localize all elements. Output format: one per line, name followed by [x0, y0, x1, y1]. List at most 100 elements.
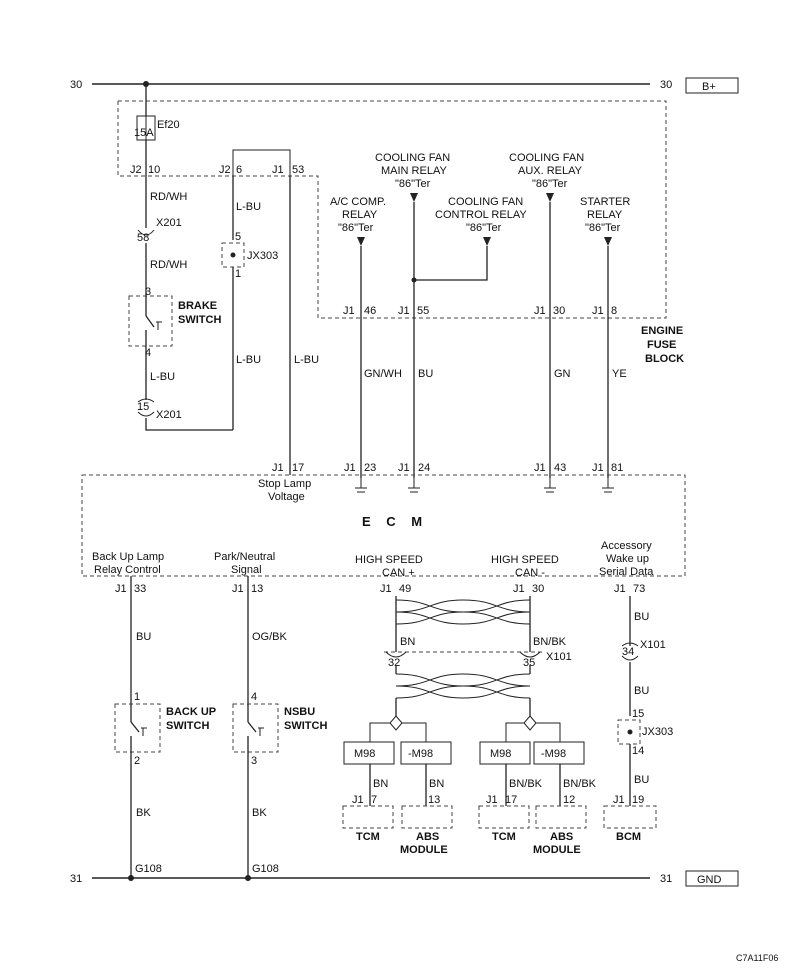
engine-fuse-block: ENGINE FUSE BLOCK	[117, 100, 684, 365]
ground-g108-right: G108	[252, 863, 279, 875]
can-modules: M98 -M98 M98 -M98 BN BN BN/BK BN/BK J1 7…	[342, 741, 597, 856]
opt-neg-m98-1: -M98	[408, 748, 433, 760]
backup-pin-1: 1	[134, 691, 140, 703]
nsbu-switch-label-2: SWITCH	[284, 720, 327, 732]
tcm2-pin-conn: J1	[486, 794, 498, 806]
wire-ye: YE	[612, 368, 627, 380]
relay-ac-line3: "86"Ter	[338, 222, 374, 234]
ecm-pin-30-conn: J1	[513, 583, 525, 595]
fb-pin-30: 30	[553, 305, 565, 317]
jx303-label-top: JX303	[247, 250, 278, 262]
fb-pin-46: 46	[364, 305, 376, 317]
ecm-pin-13-conn: J1	[232, 583, 244, 595]
gnd-label: GND	[697, 874, 722, 886]
x201-pin-58: 58	[137, 232, 149, 244]
bcm-pin-conn: J1	[613, 794, 625, 806]
nsbu-pin-4: 4	[251, 691, 257, 703]
backup-pin-2: 2	[134, 755, 140, 767]
wire-bk-backup: BK	[136, 807, 151, 819]
wire-bn-bk-can: BN/BK	[533, 636, 567, 648]
ecm-pin-49-conn: J1	[380, 583, 392, 595]
module-abs-2-line1: ABS	[550, 831, 573, 843]
ecm-stop-lamp-1: Stop Lamp	[258, 478, 311, 490]
fuse-block-label-2: FUSE	[647, 339, 676, 351]
fb-pin-8: 8	[611, 305, 617, 317]
opt-m98-1: M98	[354, 748, 375, 760]
tcm1-pin: 7	[371, 794, 377, 806]
x101-pin-34: 34	[622, 646, 634, 658]
brake-switch-label-2: SWITCH	[178, 314, 221, 326]
relay-cooling-fan-aux: COOLING FAN AUX. RELAY "86"Ter	[509, 152, 584, 202]
ecm-wake-3: Serial Data	[599, 566, 654, 578]
fuse-block-to-ecm-wires: J1 46 J1 55 J1 30 J1 8 GN/WH BU GN YE	[343, 202, 627, 478]
ecm-can-minus-1: HIGH SPEED	[491, 554, 559, 566]
wire-bk-nsbu: BK	[252, 807, 267, 819]
relay-aux-line3: "86"Ter	[532, 178, 568, 190]
conn-j2-b: J2	[219, 164, 231, 176]
opt-neg-m98-2: -M98	[541, 748, 566, 760]
wire-bn-abs1: BN	[429, 778, 444, 790]
jx303-upper: L-BU 5 1 JX303 L-BU	[221, 176, 278, 430]
wire-l-bu-brake: L-BU	[150, 371, 175, 383]
wire-l-bu-stop: L-BU	[294, 354, 319, 366]
x101-pin-32: 32	[388, 657, 400, 669]
wire-bu-bcm-2: BU	[634, 685, 649, 697]
opt-m98-2: M98	[490, 748, 511, 760]
stop-lamp-wire: L-BU	[289, 176, 319, 475]
wire-bn-bk-tcm2: BN/BK	[509, 778, 543, 790]
fb-pin-30-conn: J1	[534, 305, 546, 317]
module-abs-1-line1: ABS	[416, 831, 439, 843]
jx303-pin-1: 1	[235, 268, 241, 280]
ecm-pin-13: 13	[251, 583, 263, 595]
ecm-pin-49: 49	[399, 583, 411, 595]
fuse-block-outputs: J2 10 J2 6 J1 53	[130, 149, 304, 176]
wire-og-bk: OG/BK	[252, 631, 288, 643]
nsbu-switch-label-1: NSBU	[284, 706, 315, 718]
x101-label-bcm: X101	[640, 639, 666, 651]
relay-main-line1: COOLING FAN	[375, 152, 450, 164]
relay-starter-line3: "86"Ter	[585, 222, 621, 234]
ecm-can-plus-2: CAN +	[382, 567, 415, 579]
ecm-backup-lamp-2: Relay Control	[94, 564, 161, 576]
x201-label-top: X201	[156, 217, 182, 229]
tcm2-pin: 17	[505, 794, 517, 806]
wire-bu-bcm-3: BU	[634, 774, 649, 786]
relay-aux-line2: AUX. RELAY	[518, 165, 583, 177]
relay-aux-line1: COOLING FAN	[509, 152, 584, 164]
ground-rail: 31 31 GND	[70, 870, 739, 887]
fuse-name: Ef20	[157, 119, 180, 131]
x201-label-bottom: X201	[156, 409, 182, 421]
relay-cooling-fan-control: COOLING FAN CONTROL RELAY "86"Ter	[411, 196, 527, 283]
backup-switch-label-2: SWITCH	[166, 720, 209, 732]
ecm-pin-81-conn: J1	[592, 462, 604, 474]
ground-g108-left: G108	[135, 863, 162, 875]
bottom-rail-number-left: 31	[70, 873, 82, 885]
relay-starter-line1: STARTER	[580, 196, 630, 208]
battery-rail: 30 30 B+	[70, 77, 739, 94]
ecm-pin-17-conn: J1	[272, 462, 284, 474]
nsbu-switch-circuit: OG/BK 4 3 NSBU SWITCH BK G108	[232, 576, 327, 881]
jx303-label-bcm: JX303	[642, 726, 673, 738]
module-bcm: BCM	[616, 831, 641, 843]
jx303-pin-5: 5	[235, 231, 241, 243]
bottom-rail-number-right: 31	[660, 873, 672, 885]
ecm-pin-33: 33	[134, 583, 146, 595]
wire-bu-fan: BU	[418, 368, 433, 380]
relay-ctrl-line2: CONTROL RELAY	[435, 209, 527, 221]
relay-main-line3: "86"Ter	[395, 178, 431, 190]
relay-main-line2: MAIN RELAY	[381, 165, 447, 177]
top-rail-number-left: 30	[70, 79, 82, 91]
wire-rd-wh-2: RD/WH	[150, 259, 187, 271]
backup-switch-label-1: BACK UP	[166, 706, 216, 718]
wire-l-bu-mid: L-BU	[236, 354, 261, 366]
relay-cooling-fan-main: COOLING FAN MAIN RELAY "86"Ter	[375, 152, 450, 202]
can-bus: BN BN/BK 32 35 X101	[369, 596, 572, 742]
ecm-park-neutral-2: Signal	[231, 564, 262, 576]
ecm-pin-23-conn: J1	[344, 462, 356, 474]
wire-bn-tcm1: BN	[373, 778, 388, 790]
ecm-wake-2: Wake up	[606, 553, 649, 565]
ecm-pin-24-conn: J1	[398, 462, 410, 474]
relay-ac-line2: RELAY	[342, 209, 378, 221]
ecm-wake-1: Accessory	[601, 540, 652, 552]
